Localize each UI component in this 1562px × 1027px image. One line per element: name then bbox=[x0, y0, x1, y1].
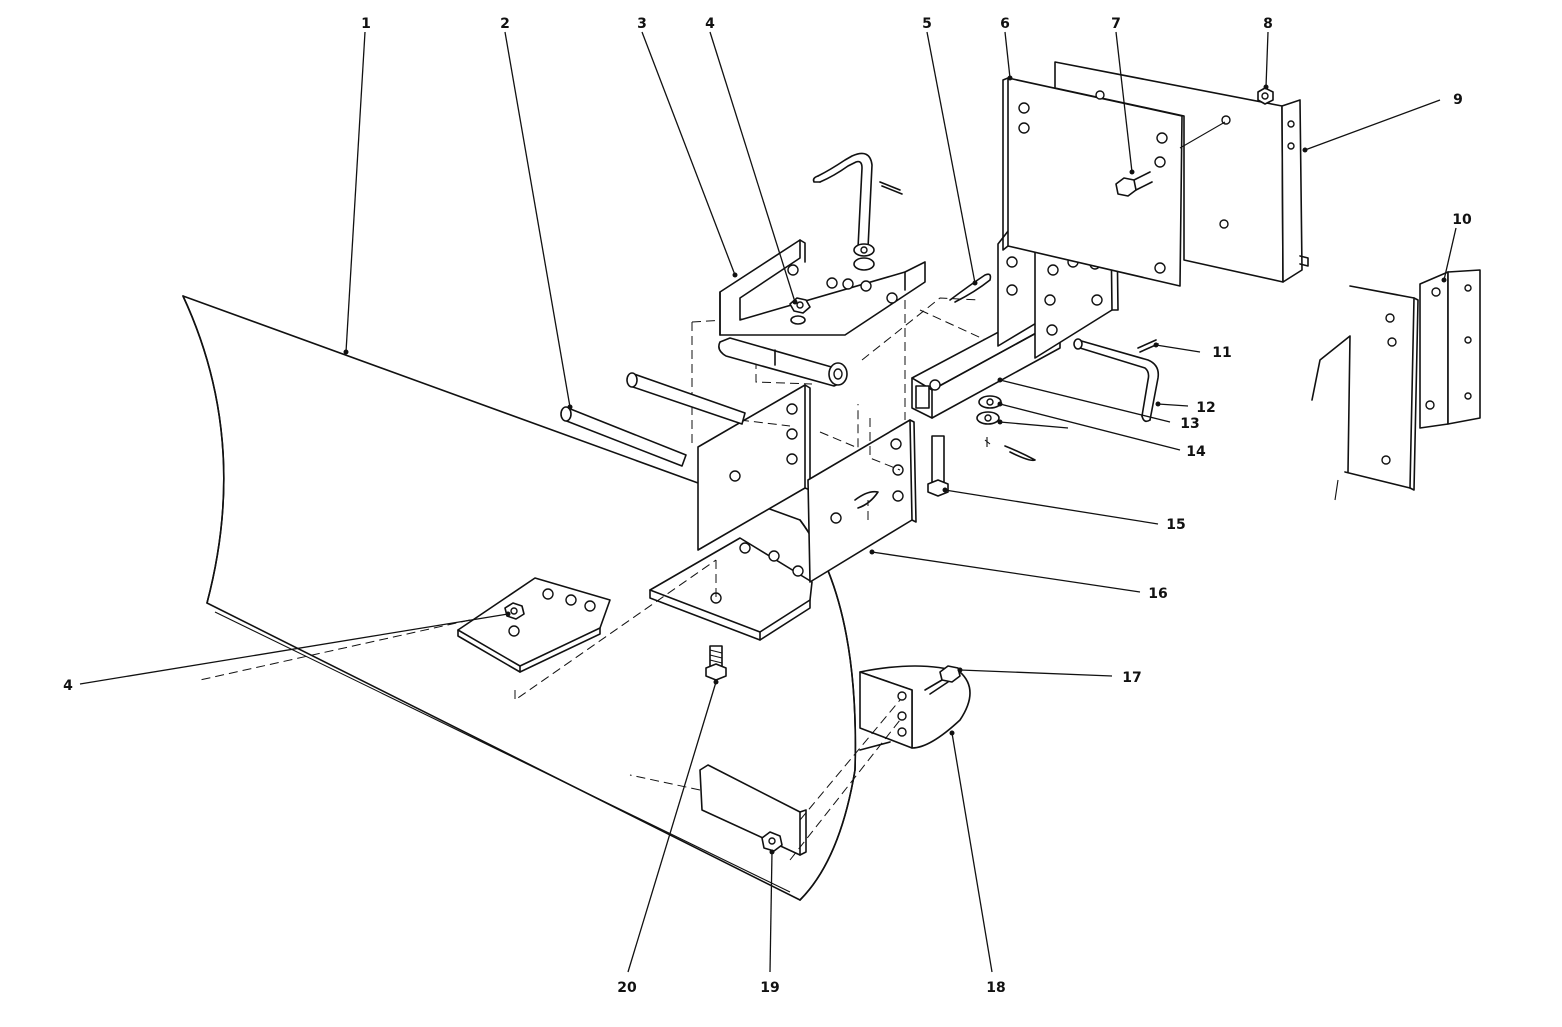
callout-20: 20 bbox=[617, 980, 637, 996]
left-side-plate bbox=[697, 384, 811, 551]
callout-3: 3 bbox=[637, 16, 647, 32]
callout-12: 12 bbox=[1196, 400, 1215, 416]
hairpin-clip bbox=[949, 273, 992, 303]
callout-4-top: 4 bbox=[705, 16, 715, 32]
callout-10: 10 bbox=[1452, 212, 1472, 228]
callout-11: 11 bbox=[1212, 345, 1231, 361]
bolt-part-15 bbox=[927, 435, 949, 497]
partial-plate bbox=[1311, 285, 1419, 501]
leader-lines bbox=[79, 31, 1457, 973]
bolt-part-7 bbox=[1115, 121, 1226, 197]
pin-part bbox=[560, 372, 746, 467]
nut-part bbox=[789, 297, 811, 325]
center-base-plate bbox=[649, 537, 813, 641]
callout-17: 17 bbox=[1122, 670, 1141, 686]
dashed-alignment-lines bbox=[199, 297, 991, 701]
washers-lower bbox=[976, 395, 1036, 462]
callout-labels: 1 2 3 4 4 5 6 7 8 9 10 11 12 13 14 15 16… bbox=[63, 16, 1472, 996]
callout-18: 18 bbox=[986, 980, 1005, 996]
j-pin-top bbox=[812, 152, 903, 271]
callout-5: 5 bbox=[922, 16, 932, 32]
j-pin-right bbox=[1073, 338, 1160, 423]
callout-4-left: 4 bbox=[63, 678, 73, 694]
callout-1: 1 bbox=[361, 16, 371, 32]
callout-9: 9 bbox=[1453, 92, 1463, 108]
callout-13: 13 bbox=[1180, 416, 1199, 432]
callout-7: 7 bbox=[1111, 16, 1121, 32]
blade-bracket-plate bbox=[457, 577, 611, 673]
callout-15: 15 bbox=[1166, 517, 1185, 533]
angle-bracket bbox=[1419, 269, 1481, 429]
u-channel-bracket bbox=[718, 239, 926, 387]
right-side-plate bbox=[807, 419, 917, 583]
callout-19: 19 bbox=[760, 980, 779, 996]
callout-16: 16 bbox=[1148, 586, 1167, 602]
back-bracket bbox=[1054, 61, 1309, 283]
skid-shoe bbox=[859, 665, 971, 751]
bolt-part-20 bbox=[705, 645, 727, 681]
callout-6: 6 bbox=[1000, 16, 1010, 32]
callout-14: 14 bbox=[1186, 444, 1206, 460]
lower-mount-block bbox=[629, 699, 901, 861]
callout-8: 8 bbox=[1263, 16, 1273, 32]
callout-2: 2 bbox=[500, 16, 510, 32]
